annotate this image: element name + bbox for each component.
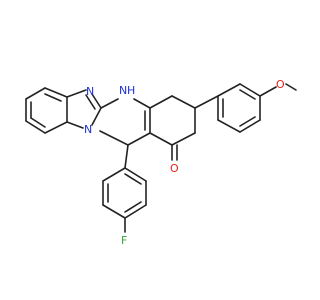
bond [44, 121, 68, 134]
bond [91, 107, 102, 126]
ether-oxygen-label: O [276, 78, 285, 91]
bond [171, 95, 196, 109]
bond [85, 94, 96, 110]
atom-n5-label: N [119, 84, 127, 97]
bond [124, 144, 129, 169]
ketone-oxygen-label: O [170, 162, 179, 175]
atom-n5-hydrogen-label: H [127, 84, 135, 97]
fluorine-label: F [121, 234, 127, 247]
bond [171, 132, 196, 146]
bond [124, 173, 142, 185]
bond [217, 119, 241, 133]
atom-labels: N N H N O O F [84, 78, 285, 247]
bond [44, 93, 62, 102]
bond [124, 201, 142, 213]
bond [239, 116, 256, 127]
bond [66, 89, 87, 98]
atom-n11-label: N [84, 123, 92, 136]
bond [127, 132, 151, 146]
bond [259, 86, 277, 97]
atom-n6-label: N [86, 85, 94, 98]
bond [149, 95, 173, 109]
bond [239, 83, 261, 97]
bond [133, 98, 151, 109]
bond [239, 89, 256, 100]
bond [102, 204, 126, 219]
structure-canvas: N N H N O O F [25, 78, 297, 247]
bond [100, 98, 119, 109]
bond [66, 121, 84, 129]
bond [285, 83, 297, 91]
bond [217, 83, 241, 97]
bond [194, 95, 219, 109]
molecule-drawing: N N H N O O F [25, 78, 297, 247]
bond [30, 117, 46, 128]
bond [25, 87, 46, 100]
bond [149, 132, 173, 146]
bond [239, 119, 261, 133]
bond-lines [25, 83, 297, 233]
bond [124, 167, 147, 182]
bond [124, 204, 147, 219]
bond [91, 93, 102, 109]
bond [25, 120, 46, 134]
bond [99, 130, 129, 146]
bond [44, 87, 68, 98]
bond [102, 167, 126, 182]
